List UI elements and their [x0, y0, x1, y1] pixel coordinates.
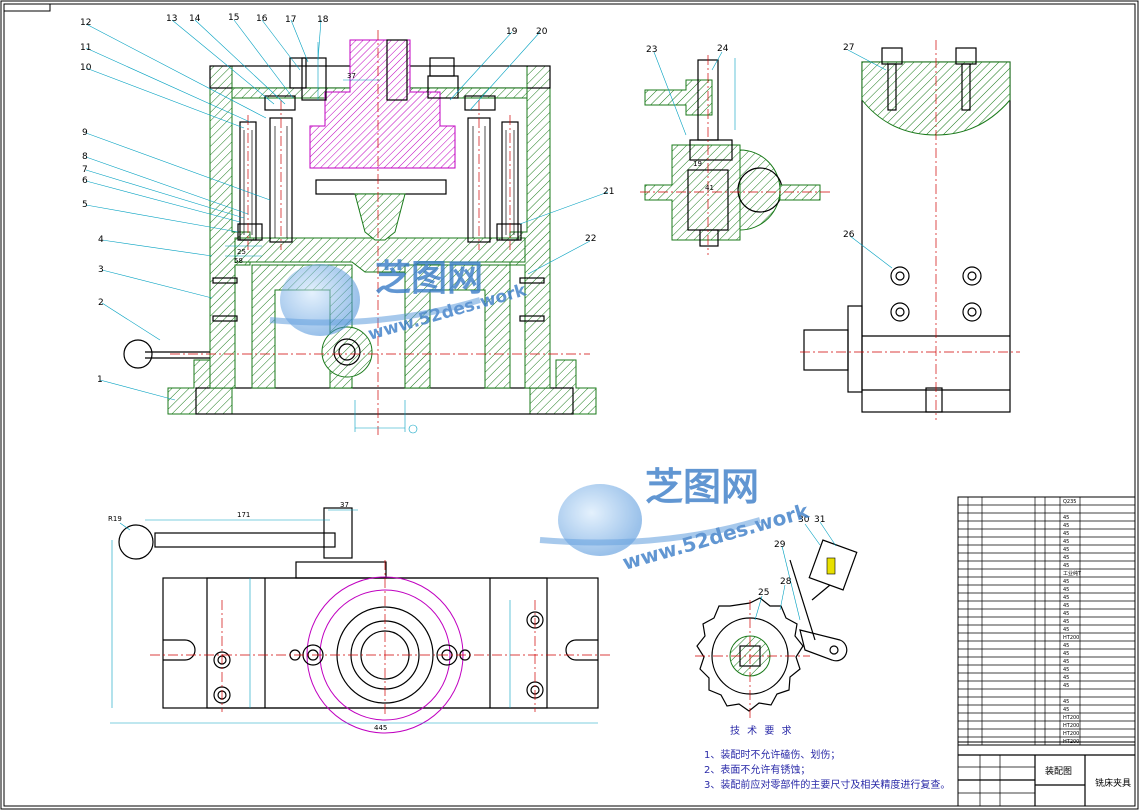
- bom-material: 45: [1063, 563, 1069, 569]
- bom-material: 45: [1063, 531, 1069, 537]
- callout-7: 7: [82, 165, 88, 175]
- callout-27: 27: [843, 43, 854, 53]
- bom-outline: [957, 496, 1136, 746]
- callout-28: 28: [780, 577, 792, 587]
- callout-24: 24: [717, 44, 729, 54]
- dim-25: 25: [237, 248, 246, 256]
- callout-19: 19: [506, 27, 518, 37]
- bom-material: 45: [1063, 683, 1069, 689]
- bom-material: HT200: [1063, 731, 1079, 737]
- bom-material: 45: [1063, 595, 1069, 601]
- dim-r19: R19: [108, 515, 122, 523]
- side-detail-view: 19 41 23 24: [640, 44, 830, 255]
- dim-37: 37: [340, 501, 349, 509]
- bom-material: 45: [1063, 539, 1069, 545]
- callout-9: 9: [82, 128, 88, 138]
- bom-material: 45: [1063, 547, 1069, 553]
- callout-3: 3: [98, 265, 104, 275]
- bom-material: 45: [1063, 643, 1069, 649]
- watermark-2-name: 芝图网: [645, 465, 759, 509]
- callout-21: 21: [603, 187, 614, 197]
- callout-10: 10: [80, 63, 92, 73]
- top-view: 171 37 R19 445: [108, 501, 610, 734]
- cutter-detail-view: 30 31 29 28 25: [695, 515, 858, 720]
- front-section-view: 25 58 37: [123, 30, 597, 435]
- bom-material: 45: [1063, 603, 1069, 609]
- callout-5: 5: [82, 200, 88, 210]
- bom-material: Q235: [1063, 499, 1076, 505]
- bom-material: 45: [1063, 627, 1069, 633]
- bom-material: HT200: [1063, 715, 1079, 721]
- dim-19: 19: [693, 160, 702, 168]
- callout-23: 23: [646, 45, 657, 55]
- drawing-name: 装配图: [1045, 765, 1072, 777]
- dim-171: 171: [237, 511, 250, 519]
- callout-25b: 25: [758, 588, 769, 598]
- callout-2: 2: [98, 298, 104, 308]
- callout-31: 31: [814, 515, 825, 525]
- callout-15: 15: [228, 13, 239, 23]
- watermark-2-url: www.52des.work: [620, 499, 812, 575]
- bom-material: 45: [1063, 619, 1069, 625]
- bom-material: 45: [1063, 707, 1069, 713]
- title-block: 装配图 铣床夹具: [957, 741, 1136, 807]
- callout-6: 6: [82, 176, 88, 186]
- callout-16: 16: [256, 14, 268, 24]
- callout-14: 14: [189, 14, 201, 24]
- watermark-1-name: 芝图网: [375, 258, 483, 299]
- callout-20: 20: [536, 27, 548, 37]
- callout-17: 17: [285, 15, 296, 25]
- bom-material: 45: [1063, 523, 1069, 529]
- callout-26: 26: [843, 230, 855, 240]
- dim-37b: 37: [347, 72, 356, 80]
- right-side-view: 27 26: [800, 40, 1020, 420]
- callout-4: 4: [98, 235, 104, 245]
- note-line-1: 1、装配时不允许磕伤、划伤；: [704, 748, 840, 761]
- bom-material: HT200: [1063, 723, 1079, 729]
- bom-material: HT200: [1063, 635, 1079, 641]
- front-callouts: 1 2 3 4 5 6 7 8 9 10 11 12 13 14 15 16 1…: [80, 13, 614, 401]
- bom-material: 工业纯T: [1063, 570, 1082, 577]
- watermark-1: 芝图网 www.52des.work: [269, 258, 529, 345]
- callout-11: 11: [80, 43, 91, 53]
- bom-material: 45: [1063, 555, 1069, 561]
- bill-of-materials: Q23545454545454545工业纯T45454545454545HT20…: [957, 496, 1136, 746]
- bom-material: 45: [1063, 699, 1069, 705]
- dim-58: 58: [234, 257, 243, 265]
- note-line-3: 3、装配前应对零部件的主要尺寸及相关精度进行复查。: [704, 778, 950, 791]
- dim-445: 445: [374, 724, 387, 732]
- bom-material: 45: [1063, 611, 1069, 617]
- bom-material: 45: [1063, 651, 1069, 657]
- callout-29: 29: [774, 540, 786, 550]
- bom-material: 45: [1063, 667, 1069, 673]
- callout-12: 12: [80, 18, 91, 28]
- callout-18: 18: [317, 15, 329, 25]
- callout-8: 8: [82, 152, 88, 162]
- watermark-2: 芝图网 www.52des.work: [539, 465, 812, 575]
- bom-material: 45: [1063, 675, 1069, 681]
- callout-13: 13: [166, 14, 177, 24]
- technical-requirements: 技 术 要 求 1、装配时不允许磕伤、划伤； 2、表面不允许有锈蚀； 3、装配前…: [704, 724, 950, 791]
- notes-title: 技 术 要 求: [730, 724, 794, 737]
- product-name: 铣床夹具: [1095, 777, 1131, 789]
- note-line-2: 2、表面不允许有锈蚀；: [704, 763, 810, 776]
- bom-material: 45: [1063, 587, 1069, 593]
- bom-material: 45: [1063, 659, 1069, 665]
- bom-material: 45: [1063, 579, 1069, 585]
- callout-22: 22: [585, 234, 596, 244]
- bom-material: 45: [1063, 515, 1069, 521]
- dim-41: 41: [705, 184, 714, 192]
- callout-1: 1: [97, 375, 103, 385]
- callout-30: 30: [798, 515, 810, 525]
